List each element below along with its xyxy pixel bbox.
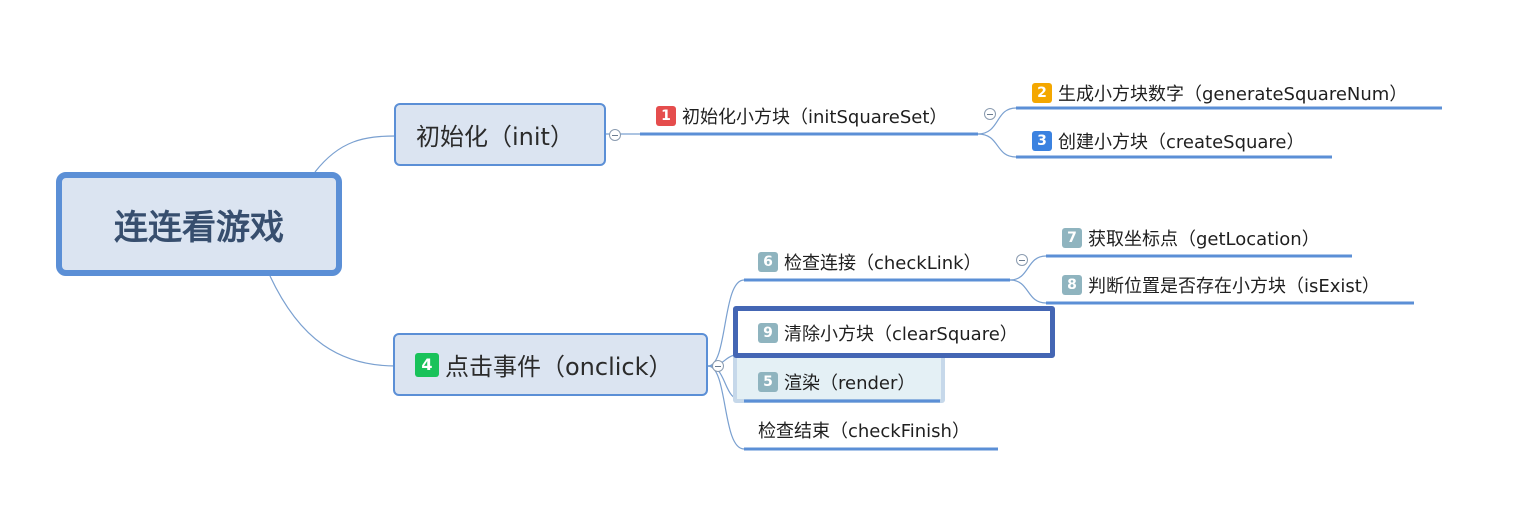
topic-createSquare-label: 创建小方块（createSquare） <box>1058 132 1305 153</box>
topic-generateSquareNum-label: 生成小方块数字（generateSquareNum） <box>1058 84 1408 105</box>
topic-render-label: 渲染（render） <box>784 373 916 394</box>
topic-checkLink[interactable]: 6 检查连接（checkLink） <box>758 249 982 275</box>
priority-7-badge: 7 <box>1062 228 1082 248</box>
topic-generateSquareNum[interactable]: 2 生成小方块数字（generateSquareNum） <box>1032 80 1407 106</box>
collapse-init-icon[interactable] <box>609 129 621 141</box>
topic-clearSquare-label: 清除小方块（clearSquare） <box>784 324 1018 345</box>
collapse-initSquareSet-icon[interactable] <box>984 108 996 120</box>
topic-onclick[interactable]: 4 点击事件（onclick） <box>393 333 708 396</box>
topic-clearSquare[interactable]: 9 清除小方块（clearSquare） <box>758 320 1018 346</box>
priority-4-badge: 4 <box>415 352 439 377</box>
root-topic[interactable]: 连连看游戏 <box>56 172 342 276</box>
topic-checkFinish[interactable]: 检查结束（checkFinish） <box>758 417 970 443</box>
topic-createSquare[interactable]: 3 创建小方块（createSquare） <box>1032 128 1305 154</box>
priority-5-badge: 5 <box>758 372 778 392</box>
topic-isExist[interactable]: 8 判断位置是否存在小方块（isExist） <box>1062 272 1380 298</box>
topic-checkLink-label: 检查连接（checkLink） <box>784 253 982 274</box>
topic-initSquareSet-label: 初始化小方块（initSquareSet） <box>682 107 948 128</box>
topic-init-label: 初始化（init） <box>416 123 574 151</box>
topic-onclick-label: 点击事件（onclick） <box>445 353 673 381</box>
collapse-onclick-icon[interactable] <box>712 360 724 372</box>
topic-isExist-label: 判断位置是否存在小方块（isExist） <box>1088 276 1380 297</box>
priority-6-badge: 6 <box>758 252 778 272</box>
topic-getLocation[interactable]: 7 获取坐标点（getLocation） <box>1062 225 1320 251</box>
topic-initSquareSet[interactable]: 1 初始化小方块（initSquareSet） <box>656 103 947 129</box>
priority-8-badge: 8 <box>1062 275 1082 295</box>
priority-9-badge: 9 <box>758 323 778 343</box>
topic-getLocation-label: 获取坐标点（getLocation） <box>1088 229 1320 250</box>
topic-checkFinish-label: 检查结束（checkFinish） <box>758 421 970 442</box>
topic-init[interactable]: 初始化（init） <box>394 103 606 166</box>
collapse-checkLink-icon[interactable] <box>1016 254 1028 266</box>
priority-3-badge: 3 <box>1032 131 1052 151</box>
root-topic-label: 连连看游戏 <box>114 207 284 248</box>
selection-frame <box>733 306 1055 358</box>
priority-2-badge: 2 <box>1032 83 1052 103</box>
priority-1-badge: 1 <box>656 106 676 126</box>
topic-render[interactable]: 5 渲染（render） <box>758 369 915 395</box>
